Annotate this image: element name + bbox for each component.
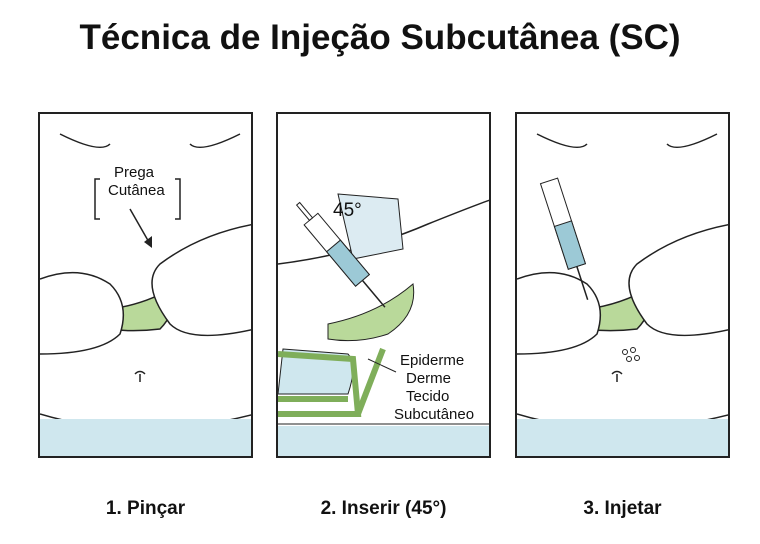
pinch-illustration	[40, 133, 251, 456]
step-2-caption: 2. Inserir (45°)	[320, 498, 447, 519]
page-title: Técnica de Injeção Subcutânea (SC)	[79, 18, 681, 57]
panel-pinch: Prega Cutânea	[38, 112, 253, 458]
panel-inject	[515, 112, 730, 458]
panel-insert: 45° Epiderme Derme Tecido Subcutâneo	[276, 112, 491, 458]
layer-derme: Derme	[406, 370, 452, 387]
layer-tecido: Tecido	[406, 388, 450, 405]
layer-subcutaneo: Subcutâneo	[394, 406, 475, 423]
layer-epiderme: Epiderme	[400, 352, 465, 369]
angle-label: 45°	[333, 200, 362, 221]
step-1-caption: 1. Pinçar	[105, 498, 186, 519]
inject-illustration	[517, 133, 728, 456]
insert-illustration	[278, 193, 489, 456]
fold-label-line1: Prega	[114, 164, 155, 181]
fold-label-line2: Cutânea	[108, 182, 165, 199]
step-3-caption: 3. Injetar	[583, 498, 662, 519]
